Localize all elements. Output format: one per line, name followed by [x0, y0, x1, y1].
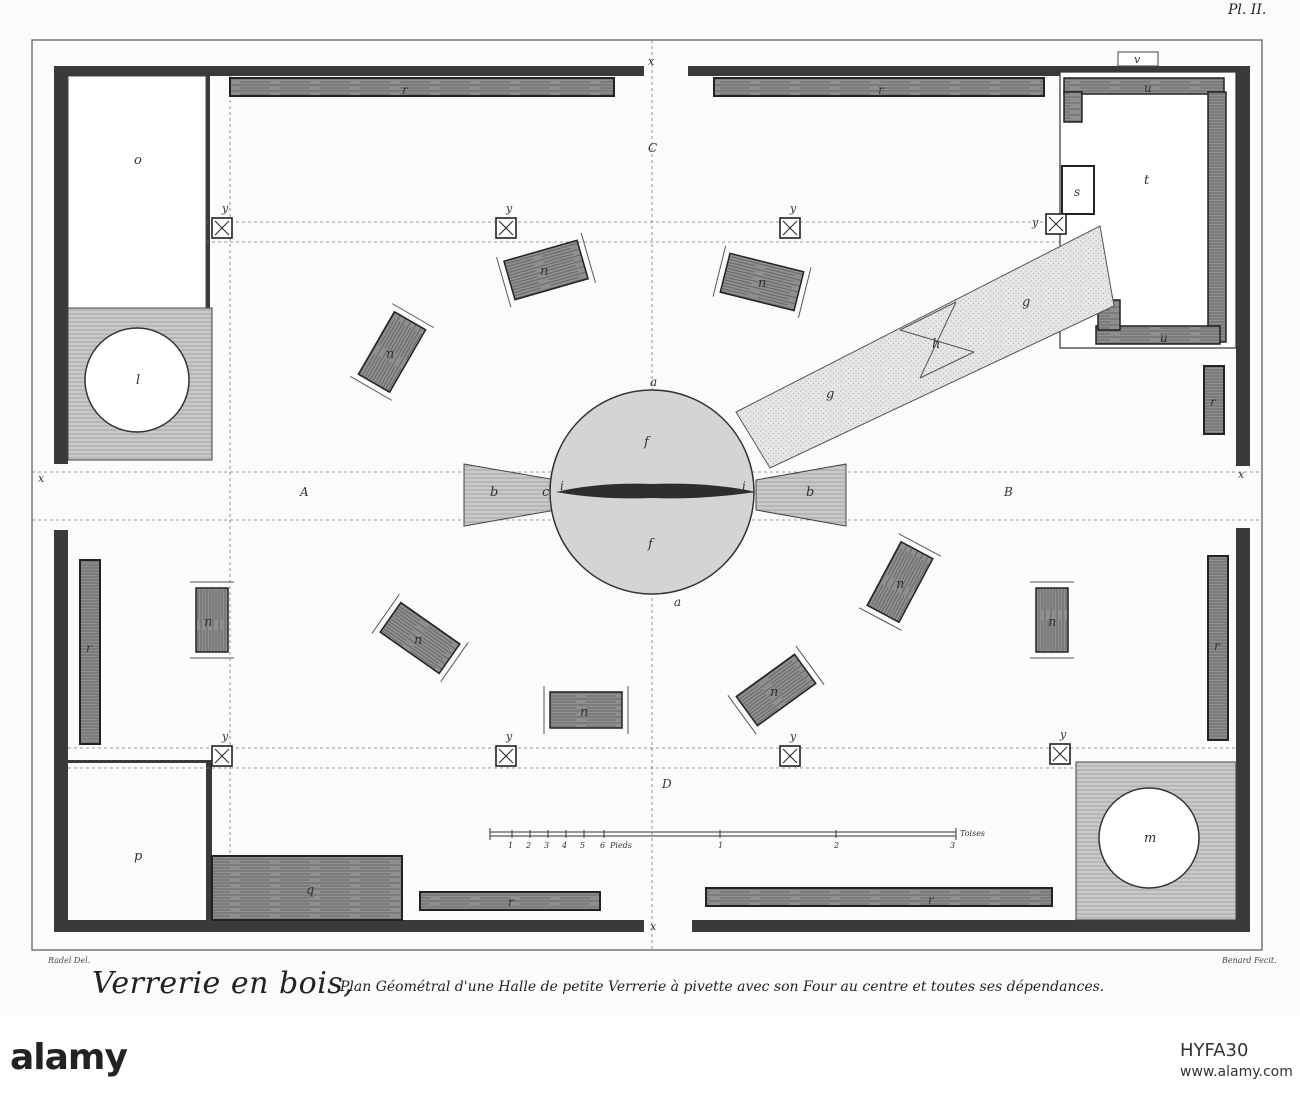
- scale-tick-5: 5: [580, 841, 585, 850]
- scale-pieds-label: Pieds: [609, 841, 632, 850]
- scale-tick-3: 3: [544, 841, 549, 850]
- label-u-top: u: [1144, 81, 1152, 95]
- label-n-6: n: [580, 705, 588, 720]
- label-r-top-right: r: [878, 83, 885, 97]
- label-y-2: y: [505, 202, 513, 215]
- label-a-top: a: [650, 375, 657, 389]
- plate-border: [31, 39, 1263, 951]
- label-v: v: [1134, 53, 1141, 66]
- label-f-bottom: f: [647, 537, 655, 552]
- label-l: l: [136, 373, 140, 388]
- label-r-bottom-right: r: [928, 893, 935, 907]
- label-C: C: [648, 141, 657, 155]
- pillars-y: [211, 213, 1071, 767]
- label-r-right-wall: r: [1214, 639, 1221, 653]
- scale-toise-1: 1: [718, 841, 723, 850]
- label-a-bottom: a: [674, 595, 681, 609]
- furnace-l: [84, 327, 190, 433]
- storage-q: [211, 855, 403, 921]
- label-D: D: [661, 777, 672, 791]
- label-r-right-small: r: [1210, 395, 1217, 409]
- floor-plan-diagram: A B C D a a f f b b c i i g g h l m o p …: [31, 39, 1263, 951]
- scale-tick-1: 1: [508, 841, 513, 850]
- label-h: h: [932, 337, 940, 352]
- wall-benches-r: [79, 77, 1229, 911]
- label-c: c: [542, 485, 550, 500]
- plan-labels: A B C D a a f f b b c i i g g h l m o p …: [38, 53, 1245, 933]
- engraving-plate: A B C D a a f f b b c i i g g h l m o p …: [31, 2, 1277, 1001]
- label-f-top: f: [643, 435, 651, 450]
- label-n-9: n: [1048, 615, 1056, 630]
- scale-tick-2: 2: [525, 841, 531, 850]
- label-n-4: n: [204, 615, 212, 630]
- room-o: [67, 75, 207, 309]
- label-y-7: y: [789, 730, 797, 743]
- plate-title: Verrerie en bois,: [92, 966, 354, 1001]
- label-y-8: y: [1059, 728, 1067, 741]
- channel-h: [899, 301, 975, 379]
- label-s: s: [1074, 185, 1080, 199]
- label-x-bottom: x: [650, 920, 657, 933]
- label-n-2: n: [758, 276, 766, 291]
- label-q: q: [306, 883, 314, 898]
- watermark-logo: alamy: [10, 1037, 128, 1078]
- scale-toises-label: Toises: [960, 829, 985, 838]
- label-o: o: [134, 153, 142, 168]
- scale-toise-3: 3: [950, 841, 955, 850]
- label-B: B: [1003, 485, 1013, 499]
- watermark-url: www.alamy.com: [1180, 1064, 1293, 1080]
- watermark-image-id: HYFA30: [1180, 1040, 1249, 1061]
- channel-g: [735, 225, 1115, 469]
- label-i-left: i: [560, 479, 564, 493]
- label-b-right: b: [806, 485, 814, 500]
- label-u-bottom: u: [1160, 331, 1168, 345]
- label-r-top-left: r: [402, 83, 409, 97]
- label-i-right: i: [742, 479, 746, 493]
- furnace-m: [1098, 787, 1200, 889]
- label-x-left: x: [38, 472, 45, 485]
- scale-labels: 1 2 3 4 5 6 Pieds 1 2 3 Toises: [508, 829, 985, 850]
- label-g-upper: g: [1022, 295, 1030, 310]
- label-n-7: n: [770, 685, 778, 700]
- watermark-band: [0, 1015, 1300, 1115]
- label-n-5: n: [414, 633, 422, 648]
- label-n-8: n: [896, 577, 904, 592]
- scale-bar: [489, 828, 957, 840]
- plate-subtitle: Plan Géométral d'une Halle de petite Ver…: [340, 979, 1105, 995]
- label-m: m: [1144, 831, 1156, 846]
- label-x-top: x: [648, 55, 655, 68]
- outer-walls: [54, 66, 1250, 932]
- label-r-left-wall: r: [86, 641, 93, 655]
- arch-b-right: [755, 463, 847, 527]
- work-benches-n: [190, 232, 1074, 735]
- plate-number: Pl. II.: [1228, 2, 1267, 18]
- scale-toise-2: 2: [833, 841, 839, 850]
- label-p: p: [134, 849, 143, 864]
- label-n-3: n: [386, 347, 394, 362]
- label-g-lower: g: [826, 387, 834, 402]
- label-n-1: n: [540, 264, 548, 279]
- label-y-3: y: [789, 202, 797, 215]
- label-y-4: y: [1031, 216, 1039, 229]
- furnace-crucible-line: [556, 483, 756, 499]
- label-A: A: [299, 485, 309, 499]
- label-r-bottom-left: r: [508, 895, 515, 909]
- label-y-5: y: [221, 730, 229, 743]
- label-b-left: b: [490, 485, 498, 500]
- label-t: t: [1144, 173, 1150, 188]
- scale-tick-6: 6: [600, 841, 605, 850]
- scale-tick-4: 4: [561, 841, 567, 850]
- label-y-1: y: [221, 202, 229, 215]
- label-y-6: y: [505, 730, 513, 743]
- credit-left: Radel Del.: [48, 956, 91, 965]
- label-x-right: x: [1238, 468, 1245, 481]
- credit-right: Benard Fecit.: [1222, 956, 1277, 965]
